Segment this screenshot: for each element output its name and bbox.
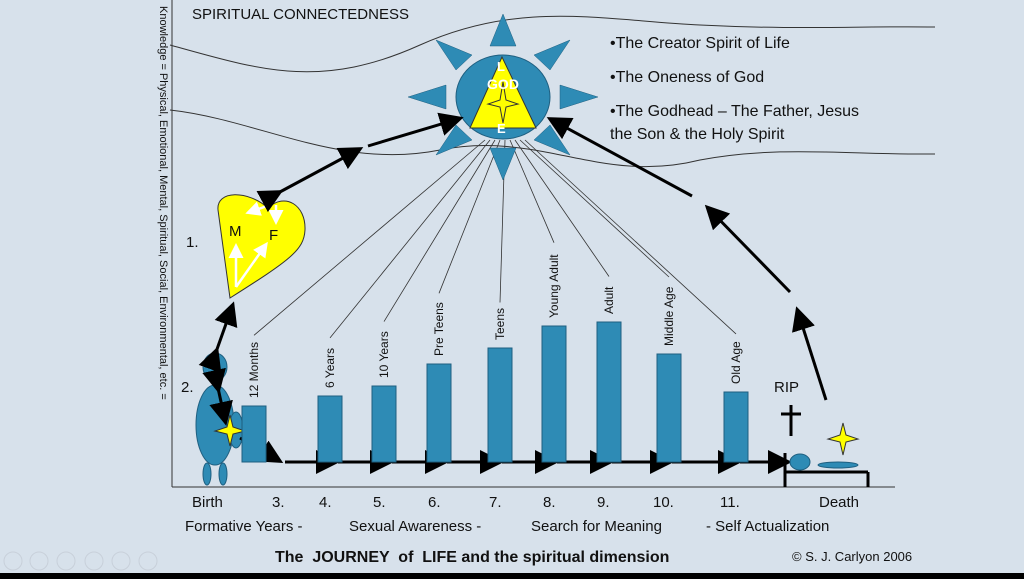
phase-sexual-awareness: Sexual Awareness - [349, 518, 481, 535]
more-options-button[interactable] [138, 551, 158, 571]
star-icon [486, 81, 520, 124]
soul-star-icon [213, 414, 247, 447]
bullet-1: •The Creator Spirit of Life [610, 35, 790, 52]
stage-label: Middle Age [662, 286, 676, 346]
spirit-line [438, 139, 501, 294]
stage-bar [371, 385, 397, 463]
stage-bar [241, 405, 267, 463]
journey-arrows [198, 112, 828, 464]
stage-label: Old Age [729, 341, 743, 384]
next-slide-button[interactable] [29, 551, 49, 571]
stage-bar [656, 353, 682, 463]
stage-bar [596, 321, 622, 463]
stage-numbers: 3. 4. 5. 6. 7. 8. 9. 10. 11. [272, 494, 740, 511]
stage-number: 8. [543, 494, 556, 511]
phase-search-meaning: Search for Meaning [531, 518, 662, 535]
spirit-line [519, 139, 670, 278]
marker-2: 2. [181, 379, 194, 396]
stage-label: 6 Years [323, 348, 337, 388]
stage-bars: 12 Months 6 Years 10 Years Pre Teens Teens Yo… [241, 254, 749, 463]
stage-label: 12 Months [247, 342, 261, 398]
spirit-line [329, 139, 491, 339]
bullet-3-cont: the Son & the Holy Spirit [610, 126, 785, 143]
stage-label: Teens [493, 308, 507, 340]
copyright: © S. J. Carlyon 2006 [792, 549, 912, 564]
stage-bar [487, 347, 513, 463]
spirit-line [509, 139, 555, 243]
presenter-controls [3, 551, 158, 571]
stage-bar [723, 391, 749, 463]
birth-label: Birth [192, 494, 223, 511]
stage-number: 11. [720, 494, 740, 511]
stage-number: 10. [653, 494, 674, 511]
pen-tool-button[interactable] [56, 551, 76, 571]
death-label: Death [819, 494, 859, 511]
stage-bar [317, 395, 343, 463]
bottom-bar [0, 573, 1024, 579]
stage-label: 10 Years [377, 331, 391, 378]
god-letter-top: L [497, 59, 505, 74]
stage-number: 6. [428, 494, 441, 511]
stage-label: Pre Teens [432, 302, 446, 356]
god-letter-bottom: E [497, 121, 506, 136]
connection-lines [253, 139, 737, 339]
see-all-slides-button[interactable] [84, 551, 104, 571]
stage-bar [541, 325, 567, 463]
heart-m: M [229, 223, 242, 240]
stage-label: Young Adult [547, 254, 561, 318]
stage-number: 3. [272, 494, 285, 511]
zoom-button[interactable] [111, 551, 131, 571]
spirit-line [383, 139, 496, 322]
previous-slide-button[interactable] [3, 551, 23, 571]
rip-label: RIP [774, 379, 799, 396]
connectedness-wave-top [169, 15, 936, 73]
spirit-line [514, 139, 610, 277]
stage-bar [426, 363, 452, 463]
spirit-line [524, 139, 737, 335]
stage-number: 4. [319, 494, 332, 511]
spirit-star-icon [826, 422, 860, 456]
sun-rays-icon [407, 13, 599, 181]
stage-number: 5. [373, 494, 386, 511]
caption: The JOURNEY of LIFE and the spiritual di… [275, 549, 669, 566]
stage-number: 7. [489, 494, 502, 511]
bullet-3: •The Godhead – The Father, Jesus [610, 103, 859, 120]
heart-f: F [269, 227, 278, 244]
stage-label: Adult [602, 286, 616, 314]
phase-formative: Formative Years - [185, 518, 303, 535]
god-label: GOD [487, 76, 519, 92]
phase-self-actualization: - Self Actualization [706, 518, 829, 535]
vertical-knowledge-label: Knowledge = Physical, Emotional, Mental,… [157, 6, 169, 400]
spirit-line [253, 139, 486, 336]
connectedness-wave-bottom [169, 109, 936, 168]
title: SPIRITUAL CONNECTEDNESS [192, 6, 409, 23]
marker-1: 1. [186, 234, 199, 251]
bullet-2: •The Oneness of God [610, 69, 764, 86]
stage-number: 9. [597, 494, 610, 511]
bed-icon [783, 453, 870, 487]
